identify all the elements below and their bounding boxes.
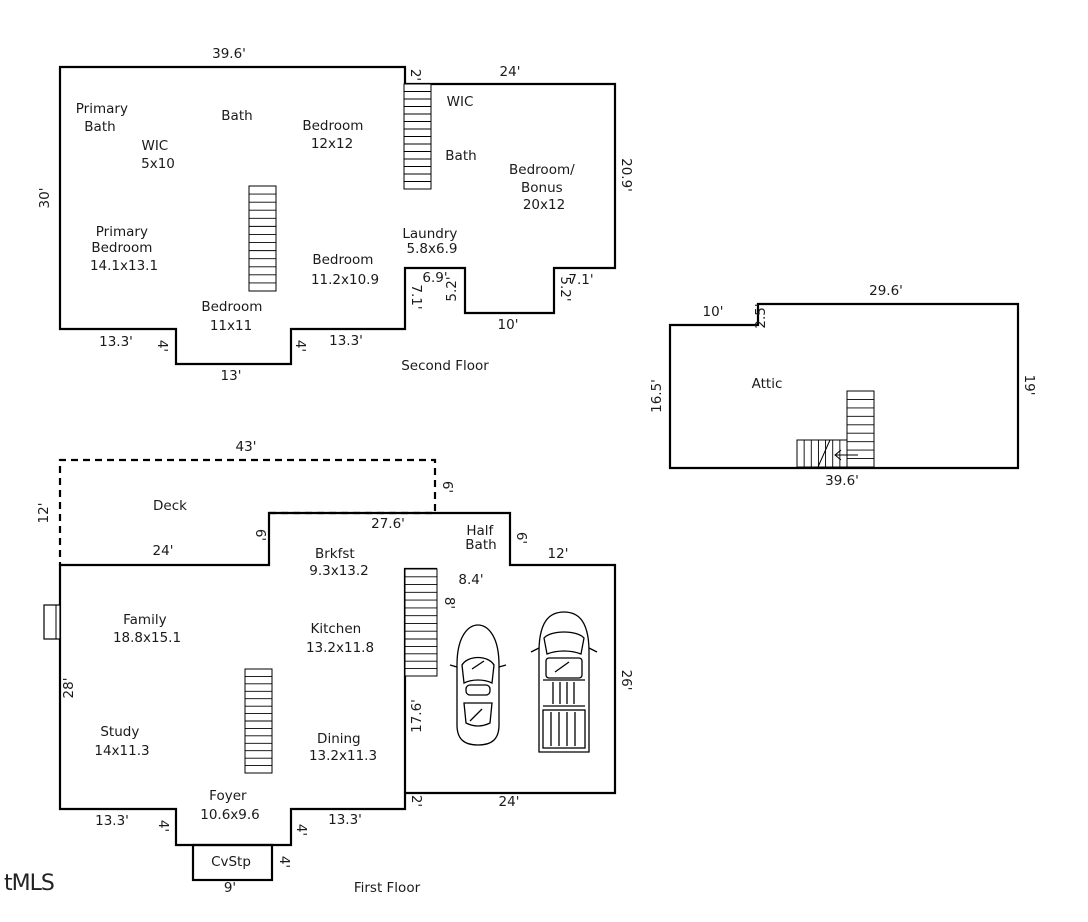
second-floor: Primary Bath Bath Bedroom 12x12 WIC 5x10…: [37, 46, 634, 384]
room-attic: Attic: [752, 376, 783, 392]
dim-attic-right: 19': [1021, 375, 1037, 396]
stairs-attic-upper: [846, 390, 875, 468]
dim-second-bottom-mid: 13.3': [329, 333, 363, 349]
dim-second-step-top: 2': [407, 69, 423, 81]
room-wic: WIC 5x10: [141, 138, 175, 172]
room-wic-right: WIC: [447, 94, 474, 110]
room-primary-bath: Primary Bath: [76, 101, 132, 135]
room-study: Study 14x11.3: [94, 724, 149, 759]
room-cvstp: CvStp: [211, 854, 251, 870]
dim-second-bay-bottom: 10': [498, 317, 519, 333]
dim-first-deck-top: 43': [236, 439, 257, 455]
stairs-second-right: [403, 83, 432, 190]
second-floor-outline: [58, 65, 617, 366]
first-floor-label: First Floor: [354, 880, 421, 896]
dim-first-garage-top: 12': [548, 546, 569, 562]
dim-attic-left: 16.5': [649, 379, 665, 413]
dim-second-notch-left: 4': [154, 340, 170, 352]
dim-first-deck-left: 12': [36, 503, 52, 524]
room-bath: Bath: [221, 108, 252, 124]
dim-second-right-top: 24': [500, 64, 521, 80]
dim-first-deck-bottom: 24': [153, 543, 174, 559]
dim-first-bottom-right: 13.3': [328, 812, 362, 828]
room-bedroom-bonus: Bedroom/ Bonus 20x12: [509, 162, 579, 213]
dim-second-left: 30': [37, 188, 53, 209]
dim-first-notch-left: 4': [155, 820, 171, 832]
room-kitchen: Kitchen 13.2x11.8: [306, 621, 374, 656]
car-sedan: [449, 624, 507, 746]
cvstp-outline: [191, 843, 274, 882]
stair-frame: [404, 568, 438, 640]
dim-second-bay-ledge: 7.1': [568, 272, 593, 288]
room-primary-bedroom: Primary Bedroom 14.1x13.1: [90, 224, 158, 274]
room-deck: Deck: [153, 498, 187, 514]
room-brkfst: Brkfst 9.3x13.2: [309, 546, 369, 579]
stairs-first-lower: [404, 638, 438, 677]
second-floor-label: Second Floor: [401, 358, 489, 374]
dim-attic-step: 2.5': [753, 303, 769, 328]
stairs-first-upper: [404, 568, 438, 640]
dim-second-laundry-right: 5.2': [444, 276, 460, 301]
dim-first-cvstp-right: 4': [276, 856, 292, 868]
tmls-logo: tMLS: [4, 871, 54, 896]
room-bedroom-11x11: Bedroom 11x11: [201, 299, 266, 334]
dim-first-garage-inner: 17.6': [409, 699, 425, 733]
room-foyer: Foyer 10.6x9.6: [200, 788, 260, 823]
car-truck: [530, 611, 598, 753]
dim-first-bottom-left: 13.3': [95, 813, 129, 829]
room-dining: Dining 13.2x11.3: [309, 731, 377, 764]
stair-frame: [404, 638, 438, 677]
dim-first-deck-right: 6': [439, 481, 455, 493]
stair-frame: [248, 185, 277, 292]
dim-first-halfbath-bottom: 8.4': [458, 572, 483, 588]
stair-frame: [846, 390, 875, 468]
stairs-first-center: [244, 668, 273, 774]
dim-second-laundry-width: 6.9': [422, 270, 447, 286]
dim-first-garage-bottom: 24': [499, 794, 520, 810]
attic-outline: [668, 302, 1020, 470]
dim-first-garage-notch: 8': [441, 597, 457, 609]
dim-first-halfbath-right: 6': [513, 532, 529, 544]
dim-first-notch-right: 4': [293, 824, 309, 836]
stairs-attic-lower: [796, 439, 848, 468]
dim-second-bay-right: 5.2': [557, 276, 573, 301]
room-family: Family 18.8x15.1: [113, 612, 181, 646]
stair-frame: [796, 439, 848, 468]
dim-attic-bottom: 39.6': [825, 473, 859, 489]
dim-second-notch-right: 4': [292, 340, 308, 352]
fireplace: [43, 604, 61, 640]
first-floor: Deck Half Bath Brkfst 9.3x13.2 Family 18…: [36, 439, 634, 896]
dim-first-kitchen-top: 27.6': [371, 516, 405, 532]
dim-first-deck-step: 6': [252, 529, 268, 541]
room-laundry: Laundry 5.8x6.9: [402, 226, 461, 257]
room-bedroom-11-2x10-9: Bedroom 11.2x10.9: [311, 252, 379, 288]
dim-attic-top-left: 10': [703, 304, 724, 320]
dim-first-garage-right: 26': [618, 670, 634, 691]
dim-first-left: 28': [61, 678, 77, 699]
stairs-attic-arrow: [817, 439, 858, 468]
room-bedroom-12x12: Bedroom 12x12: [302, 118, 367, 152]
room-half-bath: Half Bath: [465, 523, 497, 553]
dim-first-garage-step: 2': [408, 795, 424, 807]
dim-second-laundry-left: 7.1': [408, 284, 424, 309]
dim-attic-top-right: 29.6': [869, 283, 903, 299]
dim-first-cvstp-bottom: 9': [224, 880, 236, 896]
dim-second-bottom-left: 13.3': [99, 334, 133, 350]
attic: Attic 10' 2.5' 29.6' 16.5' 19' 39.6': [649, 283, 1037, 489]
room-bath-right: Bath: [445, 148, 476, 164]
stairs-second-center: [248, 185, 277, 292]
dim-second-top: 39.6': [212, 46, 246, 62]
dim-second-right-side: 20.9': [618, 158, 634, 192]
dim-second-notch-bottom: 13': [221, 368, 242, 384]
